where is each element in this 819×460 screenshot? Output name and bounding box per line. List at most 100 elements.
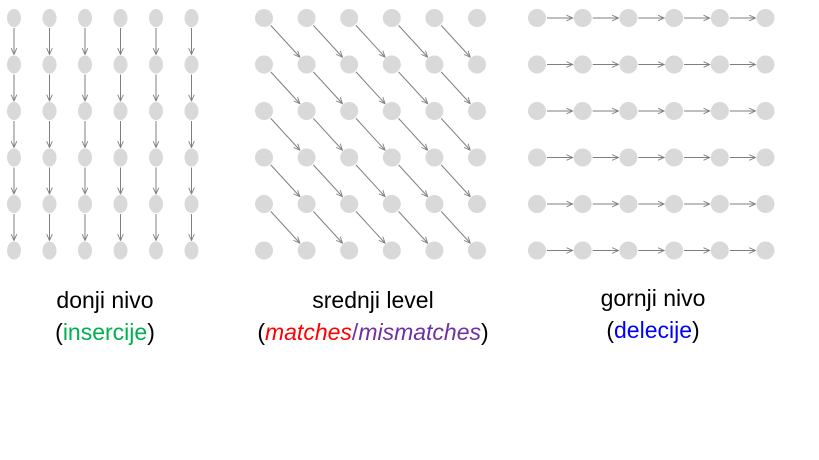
upper-node (573, 102, 592, 120)
middle-node (255, 102, 273, 120)
upper-node (756, 55, 775, 74)
middle-node (425, 9, 444, 27)
middle-node (340, 102, 359, 120)
middle-edge-arrow (270, 118, 300, 150)
lower-node (78, 102, 92, 120)
lower-node (7, 241, 21, 260)
middle-node (255, 241, 273, 260)
lower-node (149, 241, 163, 260)
middle-node (425, 195, 444, 213)
upper-node (573, 195, 592, 213)
lower-node (78, 148, 92, 167)
lower-node (113, 195, 128, 213)
matches-label: matches (264, 319, 352, 345)
middle-edge-arrow (270, 71, 300, 104)
lower-node (184, 102, 199, 120)
lower-level-caption: donji nivo (insercije) (20, 284, 190, 348)
upper-node (619, 9, 638, 27)
upper-node (710, 148, 729, 167)
lower-level-title: donji nivo (56, 287, 154, 313)
lower-node (7, 195, 21, 213)
middle-edge-arrow (440, 164, 470, 197)
middle-edge-arrow (398, 118, 428, 150)
upper-node (710, 55, 729, 74)
lower-node (42, 241, 57, 260)
lower-node (7, 55, 21, 74)
lower-node (42, 102, 57, 120)
lower-node (184, 241, 199, 260)
middle-node (382, 195, 401, 213)
lower-node (184, 148, 199, 167)
lower-node (78, 9, 92, 27)
lower-node (149, 195, 163, 213)
upper-node (756, 195, 775, 213)
upper-node (710, 241, 729, 260)
upper-node (573, 9, 592, 27)
lower-node (149, 148, 163, 167)
lower-node (78, 55, 92, 74)
upper-node (756, 102, 775, 120)
upper-node (665, 195, 684, 213)
upper-node (756, 241, 775, 260)
middle-level-subtitle: (matches/mismatches) (233, 316, 513, 348)
middle-edge-arrow (355, 25, 385, 57)
middle-node (255, 9, 273, 27)
lower-node (7, 148, 21, 167)
lower-node (7, 102, 21, 120)
middle-node (468, 55, 486, 74)
middle-node (425, 55, 444, 74)
lower-node (149, 55, 163, 74)
middle-edge-arrow (312, 25, 342, 57)
upper-node (710, 102, 729, 120)
lower-node (78, 241, 92, 260)
middle-edge-arrow (355, 118, 385, 150)
middle-level-caption: srednji level (matches/mismatches) (233, 284, 513, 348)
middle-edge-arrow (440, 211, 470, 243)
upper-node (528, 9, 546, 27)
middle-node (382, 241, 401, 260)
middle-node (340, 9, 359, 27)
upper-level-subtitle: (delecije) (563, 314, 743, 346)
upper-level-grid (528, 9, 775, 260)
paren-close: ) (481, 319, 489, 345)
lower-node (113, 148, 128, 167)
middle-edge-arrow (270, 25, 300, 57)
lower-node (42, 195, 57, 213)
upper-node (619, 195, 638, 213)
paren-close: ) (692, 317, 700, 343)
lower-node (113, 102, 128, 120)
upper-node (665, 55, 684, 74)
middle-edge-arrow (312, 211, 342, 243)
middle-node (425, 102, 444, 120)
middle-node (468, 148, 486, 167)
middle-edge-arrow (270, 211, 300, 243)
middle-node (425, 241, 444, 260)
lower-node (42, 55, 57, 74)
middle-node (297, 55, 316, 74)
lower-node (184, 55, 199, 74)
middle-node (340, 195, 359, 213)
upper-node (528, 55, 546, 74)
middle-edge-arrow (270, 164, 300, 197)
middle-node (297, 195, 316, 213)
upper-node (573, 241, 592, 260)
lower-node (184, 9, 199, 27)
upper-node (756, 9, 775, 27)
middle-level-title: srednji level (312, 287, 434, 313)
middle-node (468, 9, 486, 27)
middle-edge-arrow (398, 164, 428, 197)
middle-node (297, 102, 316, 120)
upper-node (665, 9, 684, 27)
paren-open: ( (606, 317, 614, 343)
lower-node (113, 241, 128, 260)
upper-node (573, 148, 592, 167)
middle-node (382, 55, 401, 74)
lower-node (113, 55, 128, 74)
lower-node (42, 148, 57, 167)
middle-node (382, 148, 401, 167)
lower-node (7, 9, 21, 27)
middle-node (340, 55, 359, 74)
middle-edge-arrow (355, 164, 385, 197)
lower-node (42, 9, 57, 27)
